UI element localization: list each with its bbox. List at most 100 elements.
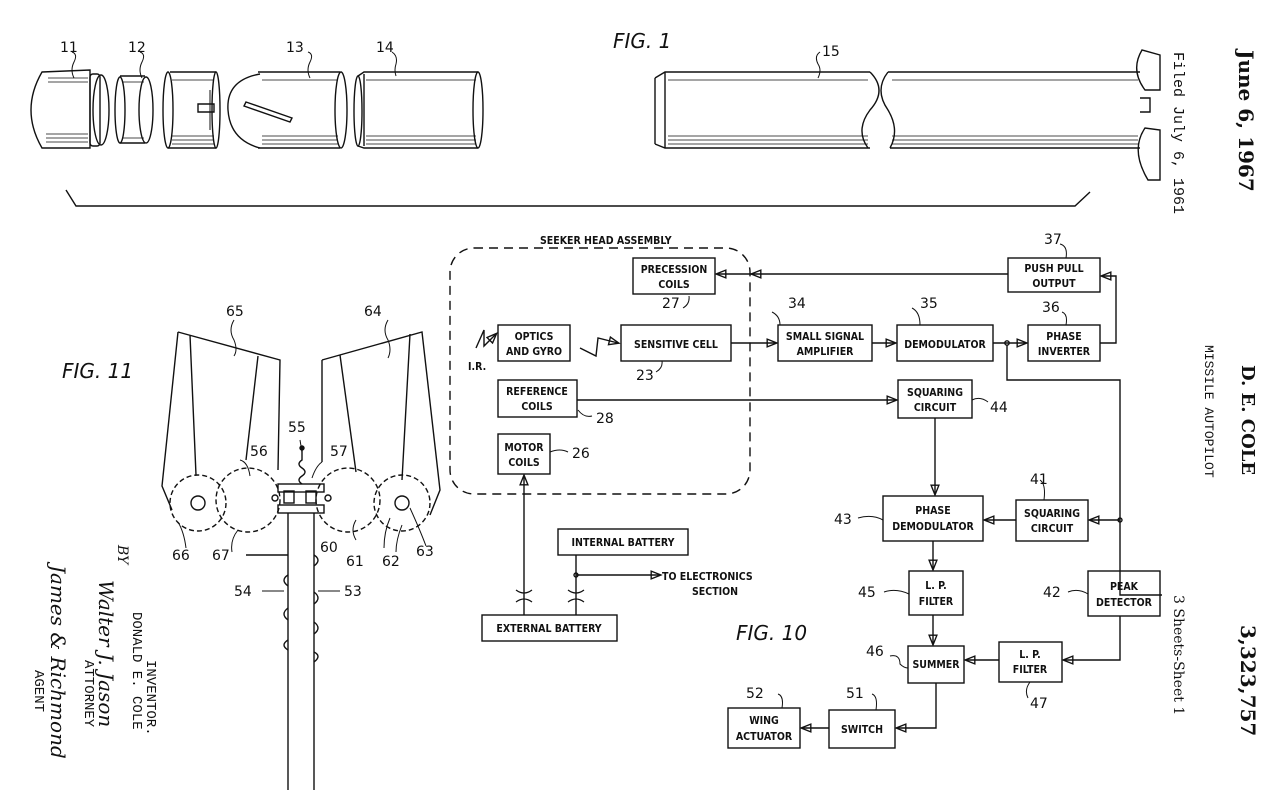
attorney-label: ATTORNEY	[80, 660, 96, 728]
block-label: AMPLIFIER	[797, 346, 855, 358]
block-label: 45	[858, 585, 876, 601]
block-label: 52	[746, 686, 764, 702]
fig1-label: FIG. 1	[613, 29, 671, 53]
block-label: SQUARING	[907, 387, 963, 399]
block-label: 23	[636, 368, 654, 384]
ref-12: 12	[128, 40, 146, 56]
block-label: OPTICS	[515, 331, 554, 343]
block-label: PHASE	[915, 505, 950, 517]
block-label: CIRCUIT	[1031, 523, 1074, 535]
block-label: 37	[1044, 232, 1062, 248]
ref-66: 66	[172, 548, 190, 564]
patent-number: 3,323,757	[1236, 625, 1260, 737]
block-label: INVERTER	[1038, 346, 1091, 358]
agent-label: AGENT	[30, 670, 46, 713]
patent-title: MISSILE AUTOPILOT	[1201, 345, 1216, 478]
block-label: COILS	[521, 401, 552, 413]
block-label: 26	[572, 446, 590, 462]
fig11-label: FIG. 11	[62, 359, 133, 383]
fig10-labels: FIG. 10 SEEKER HEAD ASSEMBLY I.R. TO ELE…	[468, 232, 1153, 743]
block-label: PHASE	[1046, 331, 1081, 343]
part-15-main-tube	[654, 49, 1161, 181]
block-label: FILTER	[919, 596, 954, 608]
block-label: PRECESSION	[641, 264, 708, 276]
block-phase-demodulator	[882, 495, 984, 542]
block-label: SMALL SIGNAL	[786, 331, 864, 343]
fig1-labels: FIG. 1 11 12 13 14 15	[60, 29, 840, 60]
block-label: PEAK	[1110, 581, 1139, 593]
block-label: 35	[920, 296, 938, 312]
part-13-seeker-head	[227, 71, 348, 149]
ref-64: 64	[364, 304, 382, 320]
block-label: L. P.	[1019, 649, 1040, 661]
agent-signature: James & Richmond	[46, 565, 70, 759]
block-label: 34	[788, 296, 806, 312]
block-label: WING	[749, 715, 779, 727]
to-electronics-line2: SECTION	[692, 586, 738, 598]
block-label: 46	[866, 644, 884, 660]
attorney-signature: Walter J. Jason	[94, 580, 118, 728]
inventor-name: DONALD E. COLE	[128, 612, 144, 730]
part-11-nose-cap	[30, 69, 110, 149]
ref-15: 15	[822, 44, 840, 60]
by-label: BY	[114, 545, 130, 565]
fig1-bracket	[65, 189, 1091, 207]
block-label: 27	[662, 296, 680, 312]
block-lp-filter-47	[998, 641, 1063, 683]
to-electronics-line1: TO ELECTRONICS	[662, 571, 753, 583]
patent-date: June 6, 1967	[1234, 50, 1258, 192]
block-reference-coils	[497, 379, 578, 418]
ref-56: 56	[250, 444, 268, 460]
block-internal-battery	[557, 528, 689, 556]
fig1-missile-drawing	[30, 49, 1161, 207]
ref-55: 55	[288, 420, 306, 436]
block-label: 28	[596, 411, 614, 427]
ref-57: 57	[330, 444, 348, 460]
block-label: SWITCH	[841, 724, 883, 736]
ref-65: 65	[226, 304, 244, 320]
block-label: SENSITIVE CELL	[634, 339, 718, 351]
fig11-labels: FIG. 11 65 64 55 56 57 66 67 60 61 62 63…	[62, 304, 434, 600]
fig10-label: FIG. 10	[736, 621, 807, 645]
block-label: COILS	[658, 279, 689, 291]
block-label: SUMMER	[912, 659, 960, 671]
seeker-head-enclosure	[449, 247, 751, 495]
filed-date: Filed July 6, 1961	[1169, 52, 1186, 215]
ref-62: 62	[382, 554, 400, 570]
block-optics-gyro	[497, 324, 571, 362]
part-12-ring	[114, 75, 154, 144]
block-label: DEMODULATOR	[892, 521, 974, 533]
block-label: DETECTOR	[1096, 597, 1153, 609]
block-label: 42	[1043, 585, 1061, 601]
ir-label: I.R.	[468, 361, 486, 373]
block-label: CIRCUIT	[914, 402, 957, 414]
ref-11: 11	[60, 40, 78, 56]
ref-60: 60	[320, 540, 338, 556]
ref-14: 14	[376, 40, 394, 56]
ref-13: 13	[286, 40, 304, 56]
fig10-block-diagram	[449, 243, 1162, 749]
sheet-count: 3 Sheets-Sheet 1	[1170, 595, 1186, 716]
block-label: SQUARING	[1024, 508, 1080, 520]
gear-62	[373, 474, 431, 532]
block-label: 44	[990, 400, 1008, 416]
block-label: AND GYRO	[506, 346, 562, 358]
block-label: ACTUATOR	[736, 731, 793, 743]
block-label: 47	[1030, 696, 1048, 712]
block-label: DEMODULATOR	[904, 339, 986, 351]
inventor-short-name: D. E. COLE	[1237, 365, 1258, 476]
ref-54: 54	[234, 584, 252, 600]
block-label: 43	[834, 512, 852, 528]
block-label: REFERENCE	[506, 386, 568, 398]
seeker-head-title: SEEKER HEAD ASSEMBLY	[540, 235, 672, 247]
block-label: 41	[1030, 472, 1048, 488]
block-label: MOTOR	[504, 442, 544, 454]
inventor-label: INVENTOR.	[142, 660, 158, 736]
block-peak-detector	[1087, 570, 1161, 617]
ref-67: 67	[212, 548, 230, 564]
block-label: FILTER	[1013, 664, 1048, 676]
block-lp-filter-45	[908, 570, 964, 616]
block-label: OUTPUT	[1032, 278, 1076, 290]
block-label: COILS	[508, 457, 539, 469]
